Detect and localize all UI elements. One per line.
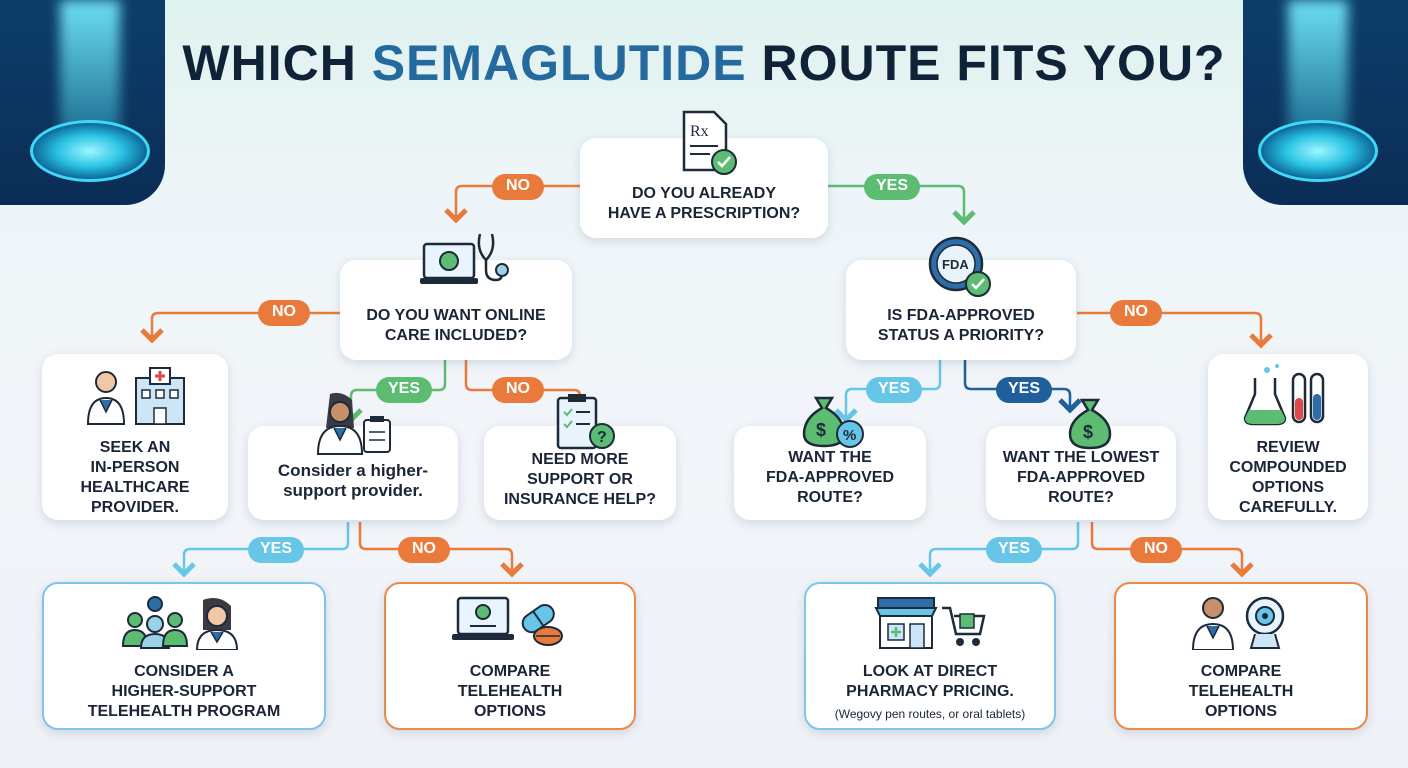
money-bag-percent-icon: $% bbox=[798, 392, 868, 455]
answer-yes-label: YES bbox=[376, 377, 432, 403]
svg-text:%: % bbox=[843, 427, 856, 444]
svg-text:$: $ bbox=[816, 420, 826, 440]
outcome-in-person-provider: SEEK AN IN-PERSON HEALTHCARE PROVIDER. bbox=[42, 354, 228, 520]
page-title: WHICH SEMAGLUTIDE ROUTE FITS YOU? bbox=[182, 35, 1226, 91]
left-decorative-glow bbox=[0, 0, 165, 205]
svg-text:FDA: FDA bbox=[942, 257, 969, 272]
svg-text:?: ? bbox=[597, 429, 607, 446]
doctor-clipboard-icon bbox=[312, 390, 396, 461]
node-text: WANT THE LOWEST FDA-APPROVED ROUTE? bbox=[1002, 449, 1160, 506]
svg-text:$: $ bbox=[1083, 422, 1093, 442]
answer-no-label: NO bbox=[1130, 537, 1182, 563]
node-text: DO YOU WANT ONLINE CARE INCLUDED? bbox=[366, 307, 546, 344]
outcome-telehealth-program: CONSIDER A HIGHER-SUPPORT TELEHEALTH PRO… bbox=[42, 582, 326, 730]
money-bag-icon: $ bbox=[1066, 398, 1116, 455]
answer-yes-label: YES bbox=[248, 537, 304, 563]
answer-no-label: NO bbox=[398, 537, 450, 563]
node-text: NEED MORE SUPPORT OR INSURANCE HELP? bbox=[503, 451, 656, 508]
answer-yes-label: YES bbox=[986, 537, 1042, 563]
outcome-compare-telehealth-left: COMPARE TELEHEALTH OPTIONS bbox=[384, 582, 636, 730]
question-want-fda-route: WANT THE FDA-APPROVED ROUTE? bbox=[734, 426, 926, 520]
prescription-icon: Rx bbox=[680, 110, 738, 181]
answer-yes-label: YES bbox=[864, 174, 920, 200]
doctor-webcam-icon bbox=[1189, 594, 1293, 656]
laptop-pills-icon bbox=[452, 594, 568, 656]
lab-flasks-icon bbox=[1243, 364, 1333, 432]
laptop-stethoscope-icon bbox=[420, 230, 512, 299]
node-subtext: (Wegovy pen routes, or oral tablets) bbox=[834, 707, 1026, 721]
fda-badge-icon: FDA bbox=[926, 234, 996, 305]
doctor-hospital-icon bbox=[80, 366, 190, 432]
outcome-review-compounded: REVIEW COMPOUNDED OPTIONS CAREFULLY. bbox=[1208, 354, 1368, 520]
answer-yes-label: YES bbox=[866, 377, 922, 403]
node-text: IS FDA-APPROVED STATUS A PRIORITY? bbox=[877, 307, 1045, 344]
outcome-compare-telehealth-right: COMPARE TELEHEALTH OPTIONS bbox=[1114, 582, 1368, 730]
question-fda-priority: IS FDA-APPROVED STATUS A PRIORITY? bbox=[846, 260, 1076, 360]
node-text: Consider a higher- support provider. bbox=[277, 461, 429, 500]
answer-no-label: NO bbox=[492, 377, 544, 403]
pharmacy-cart-icon bbox=[872, 594, 988, 656]
node-text: COMPARE TELEHEALTH OPTIONS bbox=[457, 663, 563, 720]
node-text: LOOK AT DIRECT PHARMACY PRICING. bbox=[846, 663, 1014, 700]
title-highlight: SEMAGLUTIDE bbox=[371, 35, 747, 91]
node-text: COMPARE TELEHEALTH OPTIONS bbox=[1188, 663, 1294, 720]
answer-no-label: NO bbox=[1110, 300, 1162, 326]
outcome-direct-pharmacy-pricing: LOOK AT DIRECT PHARMACY PRICING. (Wegovy… bbox=[804, 582, 1056, 730]
answer-no-label: NO bbox=[492, 174, 544, 200]
node-text: WANT THE FDA-APPROVED ROUTE? bbox=[765, 449, 894, 506]
answer-yes-label: YES bbox=[996, 377, 1052, 403]
node-text: REVIEW COMPOUNDED OPTIONS CAREFULLY. bbox=[1229, 439, 1347, 516]
node-text: SEEK AN IN-PERSON HEALTHCARE PROVIDER. bbox=[80, 439, 190, 516]
node-text: DO YOU ALREADY HAVE A PRESCRIPTION? bbox=[607, 185, 801, 222]
checklist-question-icon: ? bbox=[552, 392, 618, 457]
answer-no-label: NO bbox=[258, 300, 310, 326]
support-team-icon bbox=[119, 594, 249, 656]
node-text: CONSIDER A HIGHER-SUPPORT TELEHEALTH PRO… bbox=[87, 663, 281, 720]
right-decorative-glow bbox=[1243, 0, 1408, 205]
svg-text:Rx: Rx bbox=[690, 123, 709, 140]
